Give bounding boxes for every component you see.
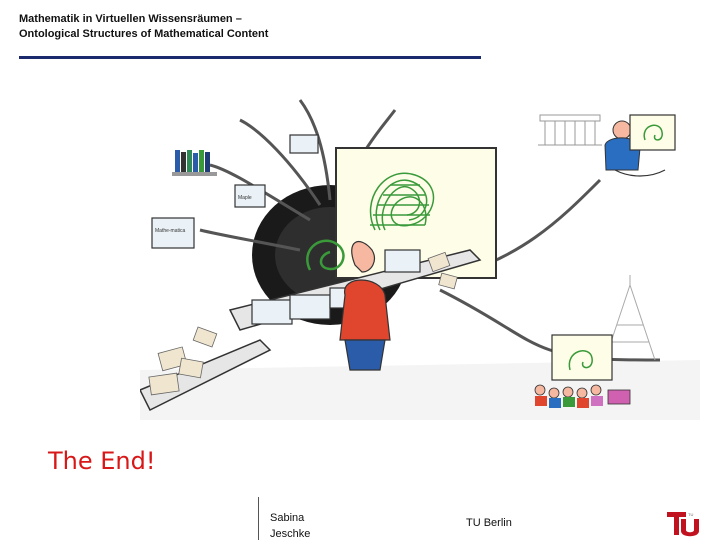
- brandenburg-gate: [538, 114, 602, 146]
- scattered-papers: [148, 251, 458, 396]
- footer-divider: [258, 497, 259, 540]
- logo-text: TU: [688, 512, 693, 517]
- mathematica-box: [151, 217, 195, 249]
- klein-bottle-green: [369, 172, 435, 231]
- desk-box-middle: [289, 294, 331, 320]
- small-box: [289, 134, 319, 154]
- tu-berlin-logo-icon: TU: [664, 508, 700, 538]
- red-shirt: [339, 279, 391, 341]
- person-at-desk: [339, 240, 391, 371]
- author-name: Sabina Jeschke: [270, 510, 310, 542]
- closing-text: The End!: [48, 447, 156, 475]
- mathematica-box-label: Mathe-matica: [155, 228, 186, 234]
- eiffel-tower: [604, 275, 656, 361]
- book-shelf: [172, 150, 217, 176]
- lower-desk: [140, 339, 272, 412]
- maple-box-label: Maple: [238, 195, 252, 201]
- maple-box: [234, 184, 266, 208]
- remote-user-top: [604, 114, 676, 177]
- desk-box-left: [251, 299, 293, 325]
- header-title-line2: Ontological Structures of Mathematical C…: [19, 28, 269, 40]
- glowing-knot: [306, 239, 345, 271]
- virtual-knowledge-space-illustration: Maple Mathe-matica: [140, 99, 700, 420]
- desk-box-right: [384, 249, 421, 273]
- laptop-screen: [629, 114, 676, 151]
- author-last-name: Jeschke: [270, 528, 311, 540]
- author-first-name: Sabina: [270, 512, 305, 524]
- institution-label: TU Berlin: [466, 517, 512, 529]
- slide-header: Mathematik in Virtuellen Wissensräumen –…: [19, 12, 481, 59]
- remote-group-bottom: [534, 334, 631, 408]
- header-title-line1: Mathematik in Virtuellen Wissensräumen –: [19, 13, 242, 25]
- header-rule: [19, 56, 481, 59]
